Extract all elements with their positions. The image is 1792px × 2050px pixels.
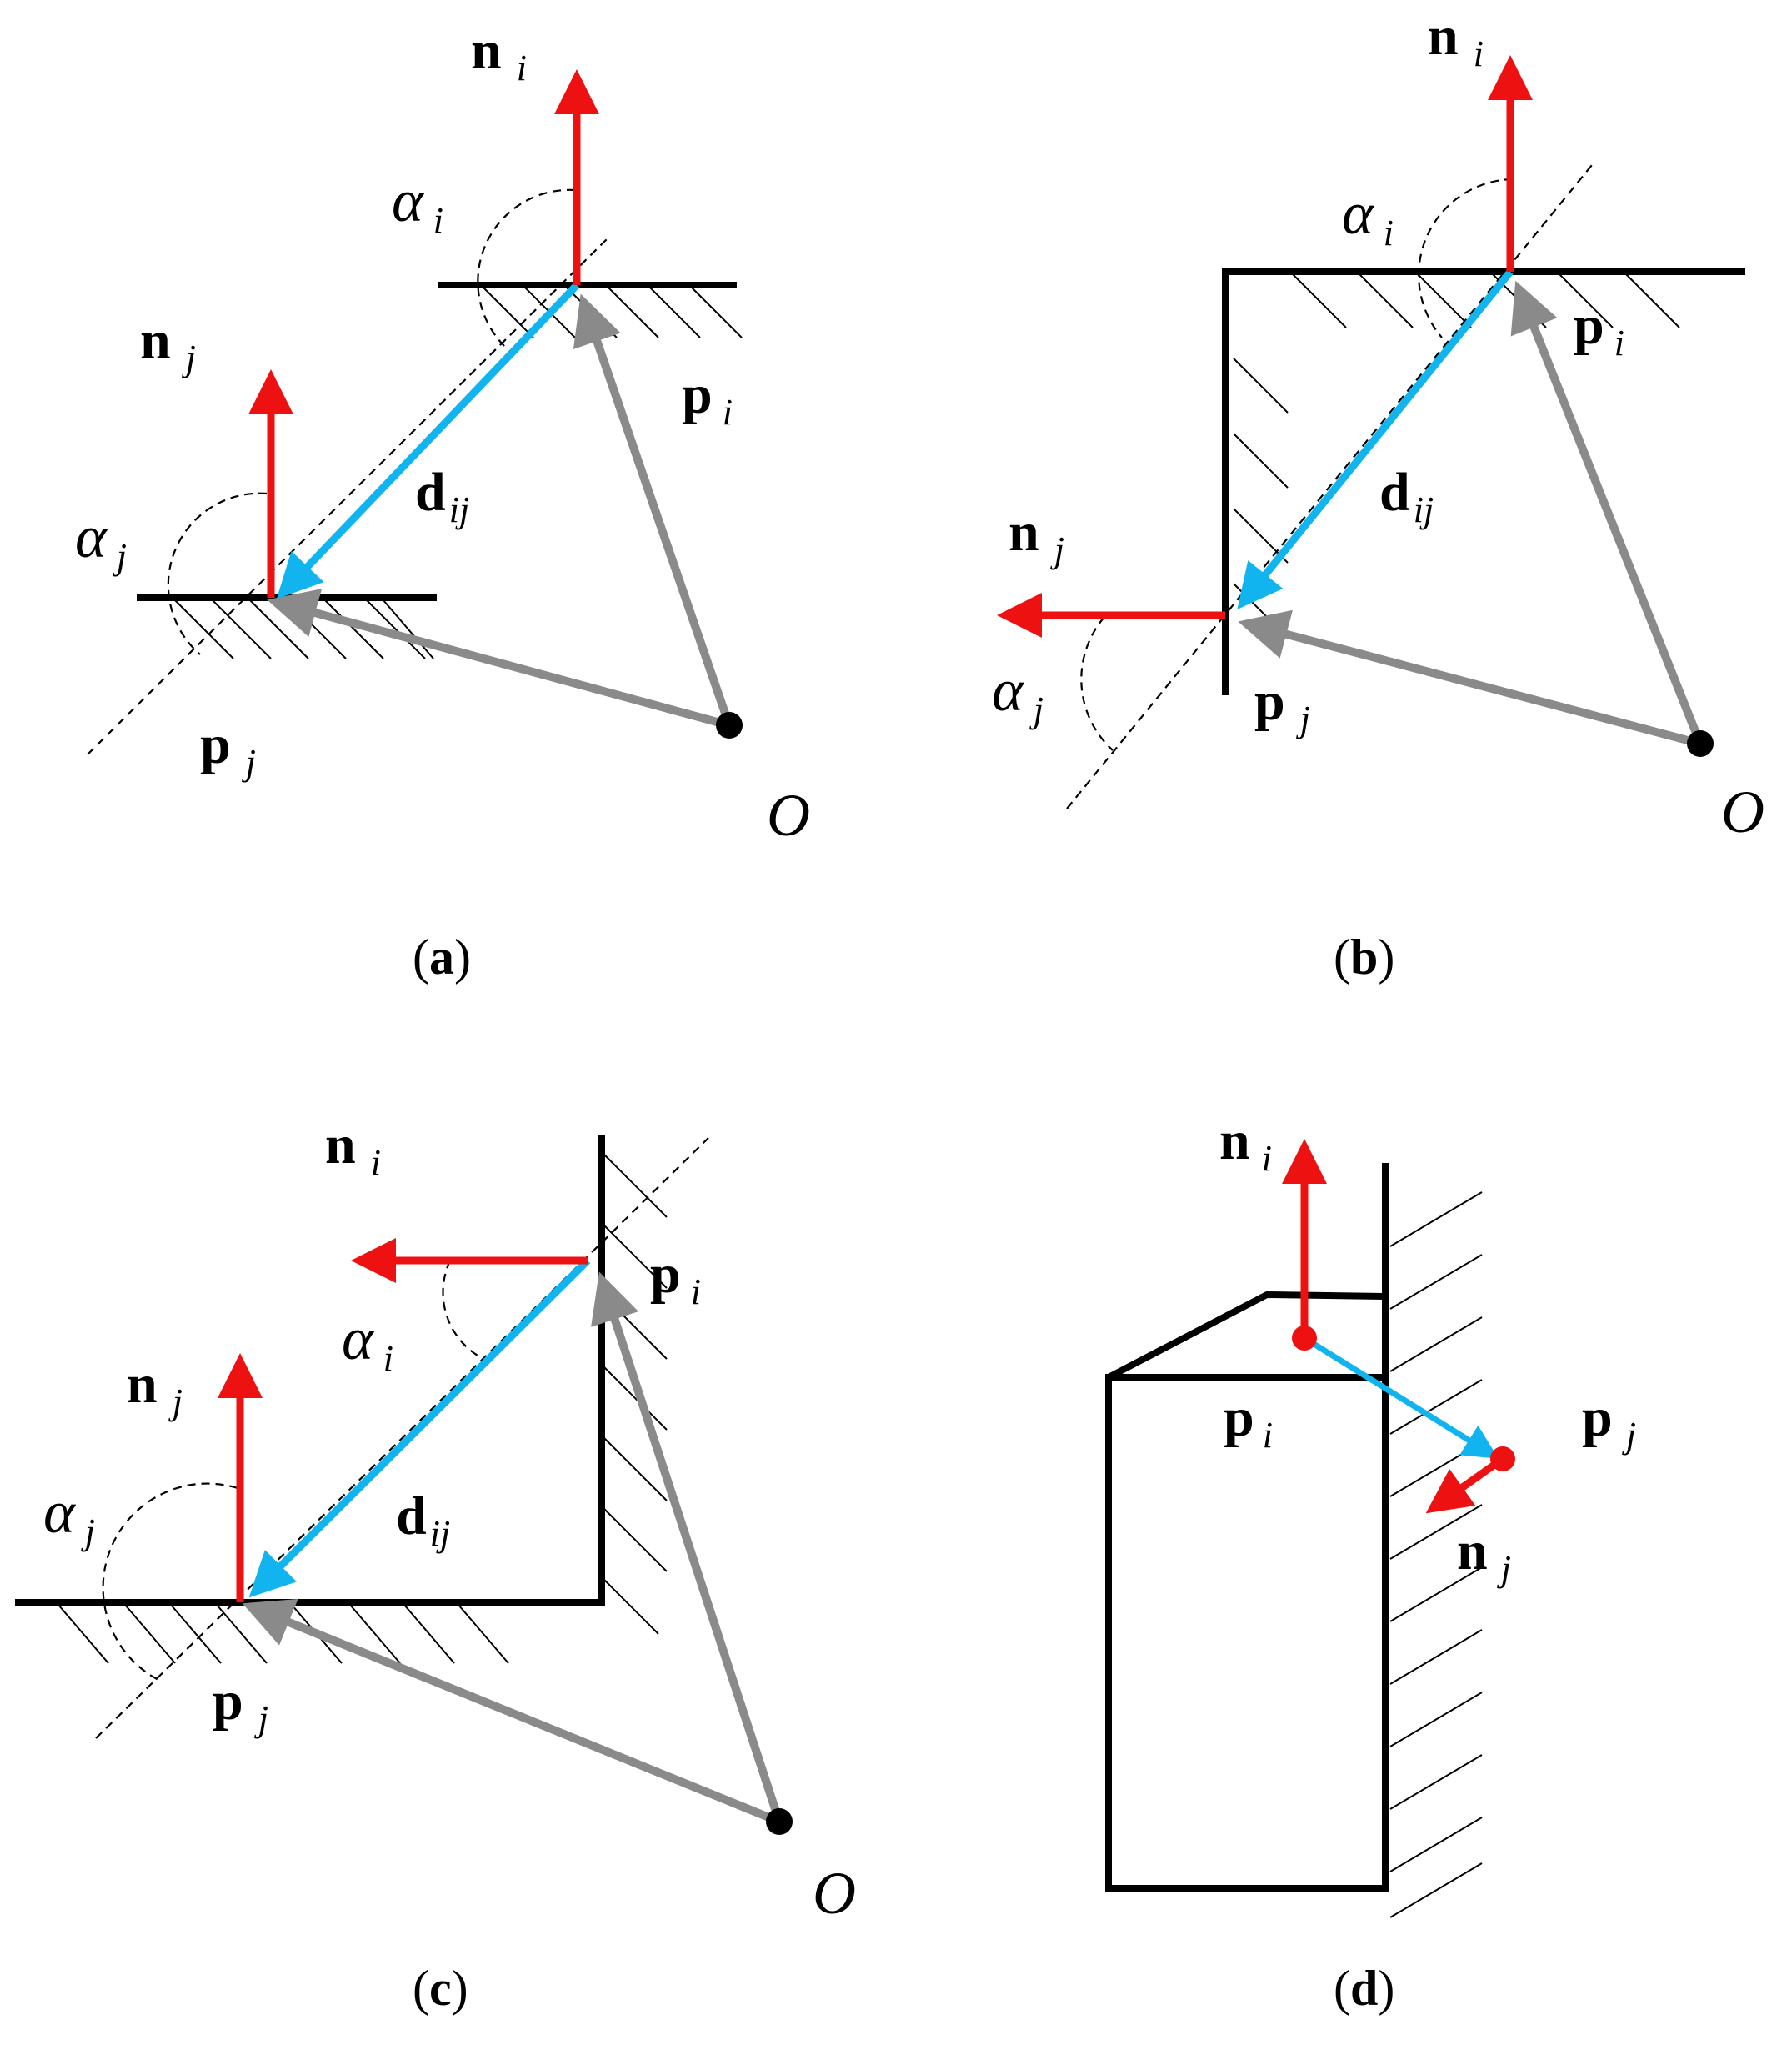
- panel-label-d: (d): [1334, 1961, 1394, 2016]
- alpha-j-arc: [167, 492, 268, 655]
- alpha-j-arc: [102, 1482, 238, 1681]
- surface-hatching: [1233, 273, 1680, 634]
- surface-hatching: [483, 287, 743, 338]
- displacement-vector-dij: [1303, 1336, 1499, 1459]
- alpha-j-arc: [1080, 616, 1114, 751]
- panel-label-a: (a): [413, 930, 471, 985]
- dashed-guide-line: [95, 1137, 709, 1739]
- surface-corner: [1222, 268, 1745, 695]
- block-top: [1107, 1291, 1386, 1381]
- label-d-ij: dij: [1379, 462, 1434, 530]
- point-pi: [1292, 1326, 1317, 1351]
- displacement-vector-dij: [276, 282, 580, 599]
- origin-point: [766, 1808, 793, 1835]
- origin-point: [1687, 730, 1714, 757]
- position-vector-pi: [1510, 280, 1704, 745]
- position-vector-pj: [242, 1599, 781, 1826]
- label-d-ij: dij: [415, 462, 469, 530]
- displacement-vector-dij: [1237, 269, 1514, 609]
- dashed-guide-line: [87, 237, 609, 755]
- panel-label-b: (b): [1334, 930, 1394, 985]
- surface-hatching: [174, 599, 434, 659]
- position-vector-pi: [591, 1271, 783, 1823]
- label-origin: O: [813, 1860, 856, 1927]
- panel-label-c: (c): [413, 1961, 468, 2016]
- normal-vector-nj: [1425, 1457, 1503, 1514]
- position-vector-pj: [267, 589, 731, 729]
- label-origin: O: [1721, 779, 1764, 845]
- alpha-i-arc: [442, 1260, 484, 1360]
- origin-point: [716, 712, 743, 739]
- block-body: [1105, 1374, 1389, 1892]
- dashed-guide-line: [1066, 164, 1593, 809]
- position-vector-pi: [573, 293, 733, 727]
- point-pj: [1490, 1446, 1515, 1471]
- position-vector-pj: [1238, 609, 1702, 748]
- displacement-vector-dij: [248, 1257, 591, 1598]
- label-origin: O: [767, 782, 810, 849]
- alpha-i-arc: [1418, 178, 1514, 338]
- label-d-ij: dij: [396, 1486, 450, 1554]
- alpha-i-arc: [477, 188, 576, 347]
